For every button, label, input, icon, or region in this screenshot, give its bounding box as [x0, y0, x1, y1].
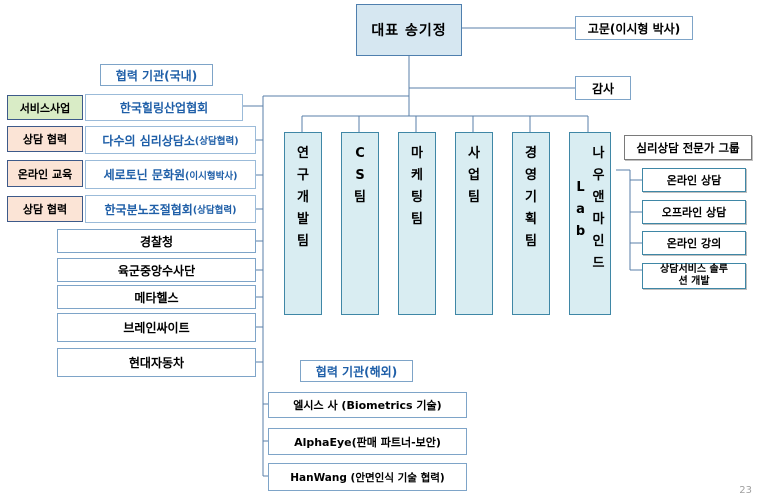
page-number: 23: [739, 485, 752, 496]
domestic-category-2: 상담 협력: [7, 126, 83, 152]
overseas-partner-2: AlphaEye(판매 파트너-보안): [268, 428, 467, 455]
partner-hyundai: 현대자동차: [57, 348, 256, 377]
lab-item-solution-dev: 상담서비스 솔루션 개발: [642, 263, 746, 289]
overseas-partner-3: HanWang (안면인식 기술 협력): [268, 463, 467, 491]
domestic-partner-4-name: 한국분노조절협회: [104, 202, 193, 217]
domestic-partner-4-note: (상담협력): [192, 205, 237, 216]
partner-army: 육군중앙수사단: [57, 258, 256, 282]
audit-box: 감사: [575, 76, 631, 100]
partner-metahealth: 메타헬스: [57, 285, 256, 309]
domestic-partner-4: 한국분노조절협회(상담협력): [85, 195, 256, 223]
domestic-partner-1-name: 한국힐링산업협회: [119, 101, 209, 115]
ceo-box: 대표 송기정: [356, 4, 462, 56]
domestic-header: 협력 기관(국내): [100, 64, 213, 86]
domestic-category-1: 서비스사업: [7, 95, 83, 120]
dept-lab-label: Lab: [575, 180, 586, 239]
partner-police: 경찰청: [57, 229, 256, 253]
lab-item-online-lecture: 온라인 강의: [642, 231, 746, 255]
dept-nowandmind-label: 나우앤마인드: [592, 146, 605, 271]
dept-marketing: 마케팅팀: [398, 132, 436, 315]
dept-business: 사업팀: [455, 132, 493, 315]
domestic-partner-1: 한국힐링산업협회: [85, 94, 243, 121]
domestic-partner-3-name: 세로토닌 문화원: [103, 168, 186, 182]
overseas-partner-1: 엘시스 사 (Biometrics 기술): [268, 392, 467, 418]
dept-rnd: 연구개발팀: [284, 132, 322, 315]
overseas-header: 협력 기관(해외): [300, 360, 413, 382]
expert-group-box: 심리상담 전문가 그룹: [624, 135, 752, 160]
domestic-partner-2-name: 다수의 심리상담소: [102, 133, 195, 148]
domestic-category-3: 온라인 교육: [7, 160, 83, 187]
dept-planning: 경영기획팀: [512, 132, 550, 315]
dept-cs: CS팀: [341, 132, 379, 315]
dept-lab: Lab 나우앤마인드: [569, 132, 611, 315]
lab-item-offline-counseling: 오프라인 상담: [642, 200, 746, 224]
domestic-category-4: 상담 협력: [7, 196, 83, 222]
domestic-partner-2-note: (상담협력): [194, 136, 239, 147]
partner-brainsight: 브레인싸이트: [57, 313, 256, 342]
lab-item-online-counseling: 온라인 상담: [642, 168, 746, 192]
domestic-partner-3-note: (이시형박사): [185, 170, 238, 182]
domestic-partner-3: 세로토닌 문화원(이시형박사): [85, 160, 256, 189]
domestic-partner-2: 다수의 심리상담소(상담협력): [85, 126, 256, 154]
advisor-box: 고문(이시형 박사): [575, 16, 693, 40]
